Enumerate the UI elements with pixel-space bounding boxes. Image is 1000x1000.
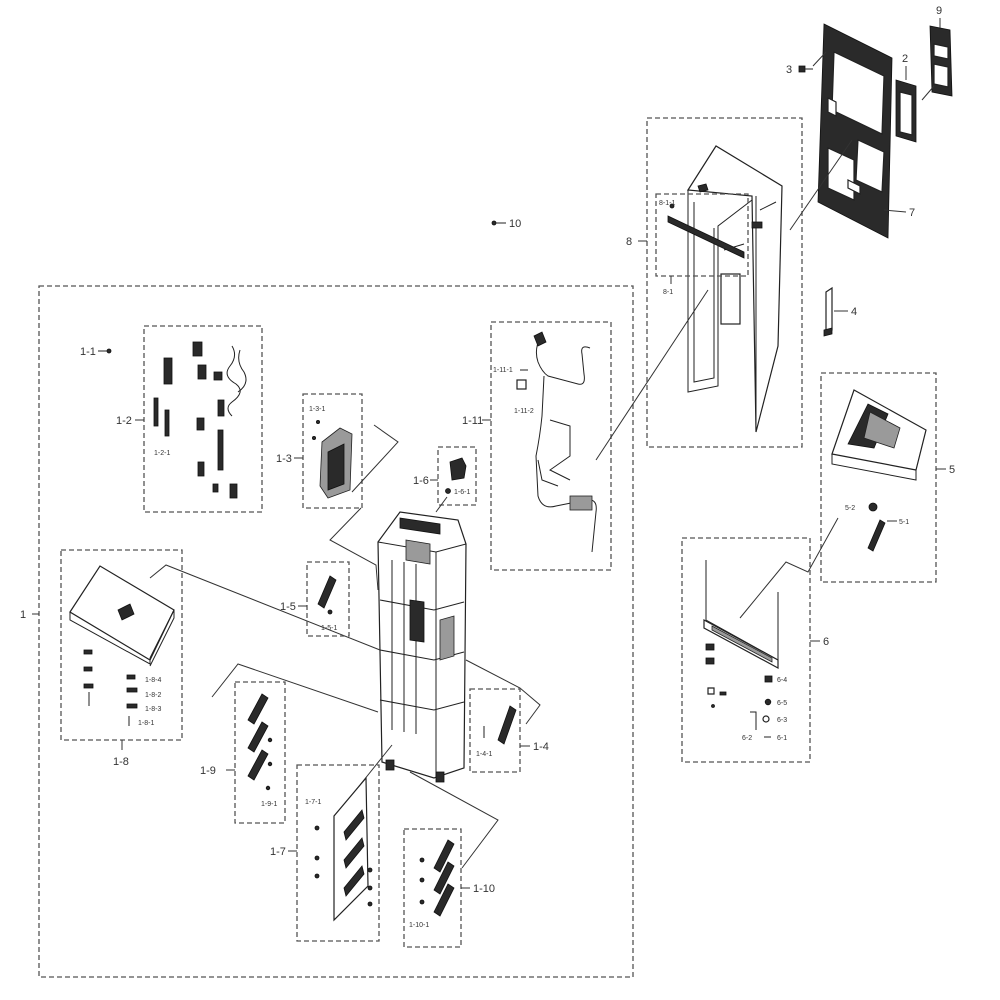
part-1-5-bracket	[317, 575, 337, 615]
label-1-8-1: 1-8-1	[138, 720, 154, 727]
assembly-1-3-box	[302, 393, 363, 509]
part-6-frame	[703, 560, 779, 738]
label-5: 5	[949, 464, 955, 476]
assembly-1-5-box	[306, 561, 350, 637]
label-1-11-2: 1-11-2	[514, 408, 534, 415]
label-1-9: 1-9	[200, 765, 216, 777]
label-1-5: 1-5	[280, 601, 296, 613]
label-1-5-1: 1-5-1	[321, 625, 337, 632]
label-1-6: 1-6	[413, 475, 429, 487]
label-1-8-2: 1-8-2	[145, 692, 161, 699]
label-5-1: 5-1	[899, 519, 909, 526]
label-1-2: 1-2	[116, 415, 132, 427]
assembly-8-box	[646, 117, 803, 448]
part-4-bracket	[823, 286, 833, 337]
part-10-screw	[491, 220, 506, 226]
part-3-screw	[798, 65, 813, 73]
label-6: 6	[823, 636, 829, 648]
label-1-7: 1-7	[270, 846, 286, 858]
label-6-1: 6-1	[777, 735, 787, 742]
label-1: 1	[20, 609, 26, 621]
label-8-1-1: 8-1-1	[659, 200, 675, 207]
part-5-dispenser	[831, 389, 927, 552]
label-1-6-1: 1-6-1	[454, 489, 470, 496]
label-9: 9	[936, 5, 942, 17]
part-7-front-panel	[817, 23, 893, 239]
label-1-3: 1-3	[276, 453, 292, 465]
part-1-4-bracket	[483, 705, 517, 745]
part-1-7-side-panel	[314, 776, 373, 922]
assembly-1-box	[38, 285, 634, 978]
label-1-11: 1-11	[462, 415, 483, 427]
label-1-10: 1-10	[473, 883, 495, 895]
part-1-2-wire-harness	[153, 341, 247, 499]
label-6-4: 6-4	[777, 677, 787, 684]
label-1-1: 1-1	[80, 346, 96, 358]
label-8-1: 8-1	[663, 289, 673, 296]
assembly-5-box	[820, 372, 937, 583]
label-8: 8	[626, 236, 632, 248]
label-6-3: 6-3	[777, 717, 787, 724]
part-1-6-fitting	[445, 457, 467, 494]
assembly-8-1-box	[655, 193, 749, 277]
assembly-1-6-box	[437, 446, 477, 506]
part-9-panel	[929, 25, 953, 97]
part-1-3-bracket	[311, 419, 353, 499]
assembly-1-4-box	[469, 688, 521, 773]
assembly-1-7-box	[296, 764, 380, 942]
label-1-7-1: 1-7-1	[305, 799, 321, 806]
part-1-11-tubing	[516, 331, 597, 553]
cabinet-body	[377, 511, 467, 783]
label-1-8-4: 1-8-4	[145, 677, 161, 684]
label-2: 2	[902, 53, 908, 65]
label-5-2: 5-2	[845, 505, 855, 512]
label-6-2: 6-2	[742, 735, 752, 742]
label-1-3-1: 1-3-1	[309, 406, 325, 413]
part-8-1-handle	[667, 183, 745, 259]
part-8-door	[686, 145, 783, 433]
label-3: 3	[786, 64, 792, 76]
label-1-10-1: 1-10-1	[409, 922, 429, 929]
part-2-module	[895, 79, 917, 143]
label-1-9-1: 1-9-1	[261, 801, 277, 808]
label-1-8: 1-8	[113, 756, 129, 768]
assembly-6-box	[681, 537, 811, 763]
part-1-1-screw	[98, 348, 112, 354]
label-7: 7	[909, 207, 915, 219]
part-1-8-top-cover	[69, 565, 175, 726]
label-1-4: 1-4	[533, 741, 549, 753]
label-4: 4	[851, 306, 857, 318]
assembly-1-9-box	[234, 681, 286, 824]
label-1-11-1: 1-11-1	[493, 367, 513, 374]
part-1-9-rails	[247, 693, 273, 791]
assembly-1-11-box	[490, 321, 612, 571]
assembly-1-2-box	[143, 325, 263, 513]
label-10: 10	[509, 218, 521, 230]
part-1-10-rails	[419, 839, 455, 917]
label-6-5: 6-5	[777, 700, 787, 707]
label-1-2-1: 1-2-1	[154, 450, 170, 457]
label-1-8-3: 1-8-3	[145, 706, 161, 713]
label-1-4-1: 1-4-1	[476, 751, 492, 758]
